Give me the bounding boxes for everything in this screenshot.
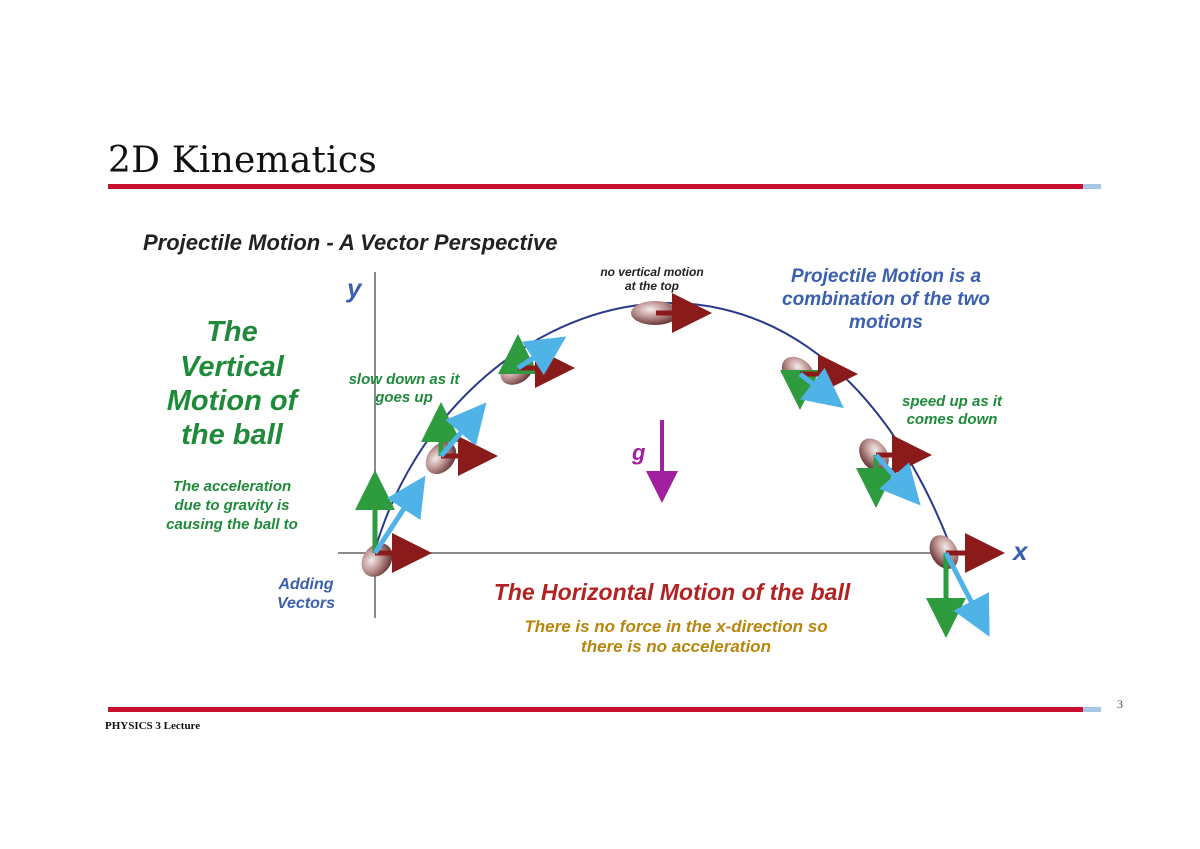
slide-title: 2D Kinematics [108, 140, 377, 181]
speed-up-line: comes down [907, 411, 998, 428]
ball-rising-low [421, 402, 498, 476]
speed-up-note: speed up as it comes down [902, 393, 1003, 428]
adding-vectors-note: Adding Vectors [277, 576, 335, 612]
slow-down-line: slow down as it [349, 371, 461, 388]
velocity-arrow [943, 551, 990, 637]
vertical-note-line: due to gravity is [174, 497, 289, 514]
combination-line: combination of the two [782, 289, 990, 310]
diagram-heading: Projectile Motion - A Vector Perspective [143, 230, 557, 255]
adding-vectors-line: Adding [277, 576, 333, 593]
velocity-arrow [798, 367, 844, 409]
ball-falling-low [856, 435, 932, 508]
velocity-arrow [439, 402, 487, 458]
title-rule-blue [1083, 184, 1101, 189]
top-note: no vertical motion at the top [600, 265, 703, 293]
footer-rule-blue [1083, 707, 1101, 712]
slow-down-line: goes up [374, 389, 433, 406]
ball-falling-high [780, 354, 858, 410]
combination-line: motions [849, 312, 923, 333]
slow-down-note: slow down as it goes up [349, 371, 461, 406]
adding-vectors-line: Vectors [277, 595, 335, 612]
combination-note: Projectile Motion is a combination of th… [782, 266, 990, 333]
footer-rule-red [108, 707, 1083, 712]
vertical-note-line: The acceleration [173, 478, 291, 495]
vertical-title-line: Motion of [167, 385, 301, 417]
vertical-motion-note: The acceleration due to gravity is causi… [166, 478, 298, 533]
gravity-label: g [631, 440, 646, 465]
page-number: 3 [1117, 697, 1123, 711]
vertical-note-line: causing the ball to [166, 516, 298, 533]
footer-course-label: PHYSICS 3 Lecture [105, 720, 201, 732]
ball-rising-high [498, 334, 575, 388]
vertical-title-line: the ball [181, 419, 283, 451]
ball-launch [355, 470, 432, 577]
vertical-title-line: Vertical [180, 351, 285, 383]
speed-up-line: speed up as it [902, 393, 1003, 410]
horizontal-note-line: there is no acceleration [581, 637, 771, 656]
ball-landing [926, 533, 1005, 638]
x-axis-label: x [1011, 536, 1029, 566]
y-axis-label: y [345, 273, 363, 303]
velocity-arrow [372, 475, 426, 555]
horizontal-motion-note: There is no force in the x-direction so … [524, 617, 827, 656]
top-note-line: no vertical motion [600, 265, 703, 279]
horizontal-motion-title: The Horizontal Motion of the ball [494, 579, 851, 605]
combination-line: Projectile Motion is a [791, 266, 981, 287]
vertical-motion-title: The Vertical Motion of the ball [167, 316, 301, 451]
vertical-title-line: The [206, 316, 258, 348]
velocity-arrow [874, 453, 921, 506]
trajectory-curve [374, 302, 951, 551]
ball-top [631, 293, 712, 333]
top-note-line: at the top [625, 279, 679, 293]
velocity-arrow [516, 336, 567, 376]
title-rule-red [108, 184, 1083, 189]
horizontal-note-line: There is no force in the x-direction so [524, 617, 827, 636]
